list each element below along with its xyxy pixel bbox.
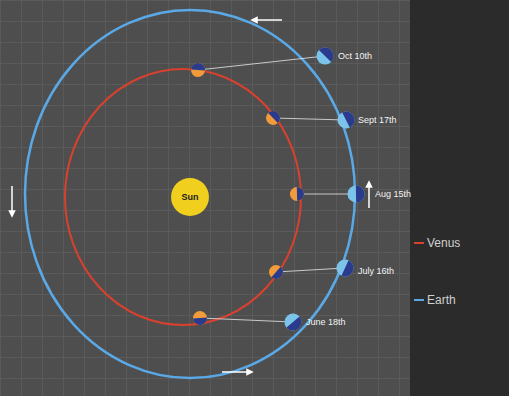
sight-line bbox=[200, 318, 293, 322]
direction-arrow bbox=[368, 184, 370, 208]
planet bbox=[281, 310, 305, 334]
legend-item: Earth bbox=[424, 293, 456, 307]
planet bbox=[192, 310, 207, 325]
node-text: Sun bbox=[182, 192, 199, 202]
sight-line bbox=[297, 194, 356, 195]
earth-orbit bbox=[25, 10, 355, 378]
legend-text: Venus bbox=[427, 236, 460, 250]
legend-panel bbox=[410, 0, 509, 396]
planet bbox=[313, 44, 337, 68]
date-label: July 16th bbox=[358, 267, 394, 276]
planet-positions bbox=[191, 44, 365, 334]
sight-line bbox=[276, 268, 345, 272]
sun-disc bbox=[171, 178, 209, 216]
venus-orbit bbox=[65, 69, 301, 325]
planet bbox=[347, 185, 364, 202]
date-label: June 18th bbox=[306, 318, 346, 327]
direction-arrow bbox=[222, 371, 250, 373]
date-label: Aug 15th bbox=[375, 190, 411, 199]
sight-line bbox=[198, 56, 325, 70]
planet bbox=[263, 108, 283, 128]
planet bbox=[266, 262, 286, 282]
legend-text: Earth bbox=[427, 293, 456, 307]
grid-background bbox=[0, 0, 410, 396]
sun-node: Sun bbox=[171, 178, 209, 216]
direction-arrow bbox=[254, 19, 282, 21]
sight-line bbox=[273, 118, 346, 120]
planet bbox=[335, 109, 358, 132]
planet bbox=[334, 257, 357, 280]
planet bbox=[191, 63, 206, 78]
direction-arrow bbox=[11, 186, 13, 214]
legend-item: Venus bbox=[424, 236, 460, 250]
date-label: Sept 17th bbox=[358, 116, 397, 125]
date-label: Oct 10th bbox=[338, 52, 372, 61]
legend-sample-line bbox=[414, 242, 424, 244]
planet bbox=[290, 187, 304, 201]
legend-sample-line bbox=[414, 299, 424, 301]
